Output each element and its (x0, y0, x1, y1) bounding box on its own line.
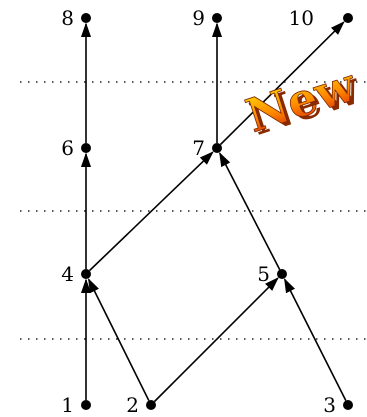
node-label-4: 4 (61, 262, 74, 286)
node-label-9: 9 (192, 6, 205, 30)
node-8 (81, 13, 91, 23)
node-5 (277, 269, 287, 279)
node-3 (343, 400, 353, 410)
node-1 (81, 400, 91, 410)
node-10 (343, 13, 353, 23)
node-label-6: 6 (61, 136, 74, 160)
node-4 (81, 269, 91, 279)
new-badge: New New (240, 56, 367, 147)
edge-3-to-5 (285, 279, 346, 400)
node-2 (146, 400, 156, 410)
node-label-8: 8 (61, 6, 74, 30)
node-6 (81, 143, 91, 153)
node-label-5: 5 (257, 262, 270, 286)
node-9 (212, 13, 222, 23)
labels-layer: 1 2 3 4 5 6 7 8 9 10 (61, 6, 336, 417)
node-label-10: 10 (289, 6, 314, 30)
node-label-7: 7 (192, 136, 205, 160)
edge-2-to-5 (155, 278, 278, 401)
node-label-1: 1 (61, 393, 74, 417)
node-label-2: 2 (126, 393, 139, 417)
edge-2-to-4 (89, 279, 149, 400)
node-label-3: 3 (323, 393, 336, 417)
node-7 (212, 143, 222, 153)
